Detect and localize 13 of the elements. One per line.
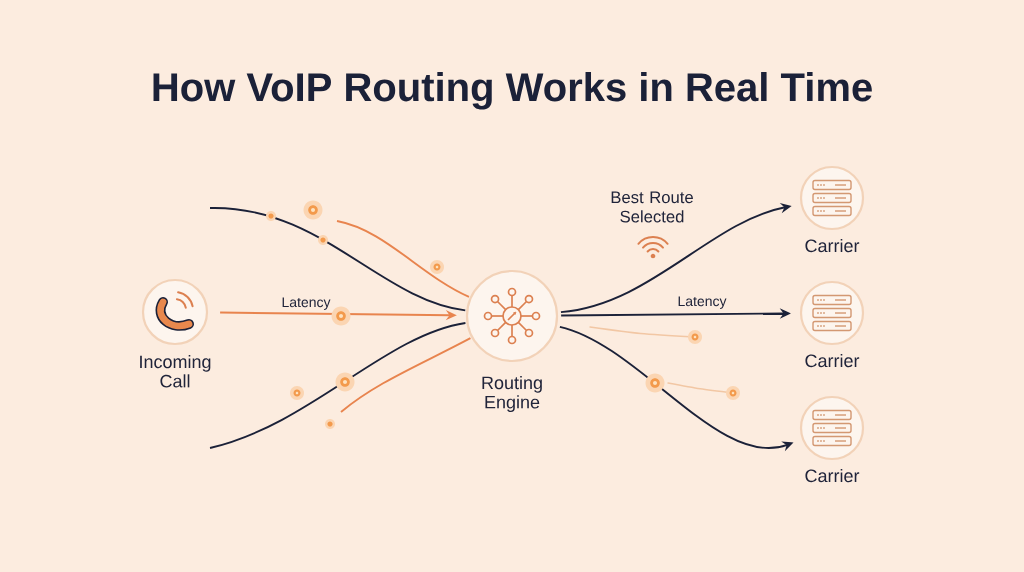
node-label: Incoming Call	[140, 354, 211, 388]
node-label: Routing Engine	[482, 375, 542, 413]
node-label: Carrier	[805, 353, 860, 368]
title: How VoIP Routing Works in Real Time	[153, 72, 872, 110]
flow-line	[209, 207, 467, 312]
edge-label: Best Route Selected	[611, 191, 693, 223]
edge-label: Latency	[678, 296, 727, 309]
flow-line	[336, 220, 470, 298]
node-label: Carrier	[805, 468, 860, 483]
node-label: Carrier	[805, 238, 860, 253]
edge-label: Latency	[282, 297, 331, 310]
flow-line	[340, 337, 472, 413]
flow-line	[209, 322, 467, 449]
